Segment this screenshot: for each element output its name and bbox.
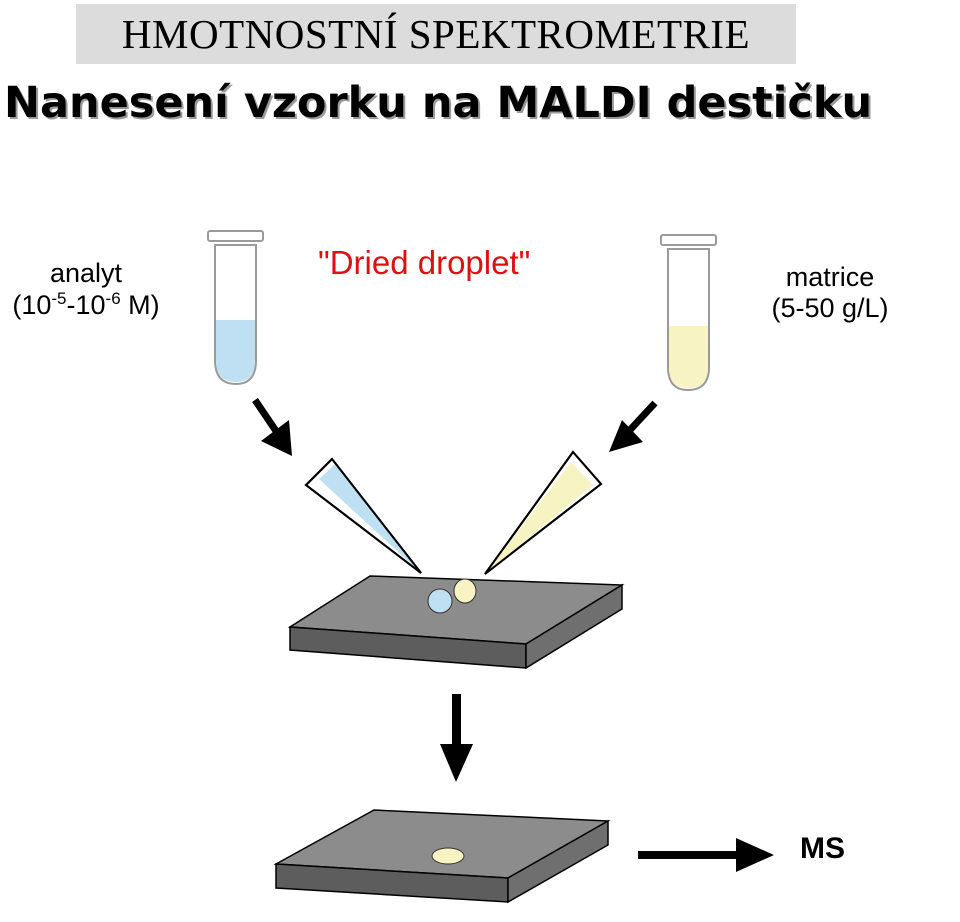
- arrow-left-diagonal-icon: [252, 398, 292, 456]
- arrow-right-diagonal-icon: [609, 400, 658, 452]
- method-label: "Dried droplet": [318, 244, 531, 281]
- arrow-right-icon: [638, 838, 774, 872]
- matrix-name: matrice: [785, 262, 875, 292]
- matrix-pipette-tip: [484, 450, 603, 575]
- analyte-tube: [207, 230, 264, 386]
- maldi-plate-bottom: [273, 809, 611, 904]
- slide-subtitle: Nanesení vzorku na MALDI destičku: [4, 78, 873, 128]
- matrix-concentration: (5-50 g/L): [771, 293, 889, 324]
- arrow-down-icon: [440, 694, 473, 782]
- matrix-tube: [660, 234, 717, 392]
- analyte-label: analyt (10-5-10-6 M): [0, 258, 172, 321]
- analyte-concentration: (10-5-10-6 M): [12, 289, 160, 321]
- page-title: HMOTNOSTNÍ SPEKTROMETRIE: [76, 4, 796, 64]
- maldi-plate-top: [287, 575, 625, 670]
- matrix-label: matrice (5-50 g/L): [748, 262, 912, 324]
- analyte-pipette-tip: [304, 457, 422, 574]
- ms-label: MS: [800, 832, 845, 865]
- analyte-name: analyt: [49, 258, 123, 288]
